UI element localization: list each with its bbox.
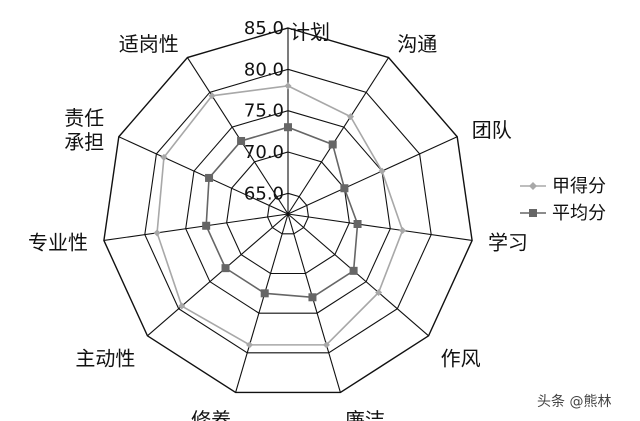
spoke-label: 沟通 xyxy=(397,32,437,56)
grid-spoke xyxy=(287,213,341,393)
data-point xyxy=(347,113,355,121)
data-point xyxy=(375,288,383,296)
radar-grid xyxy=(103,27,473,394)
data-point xyxy=(221,264,230,273)
data-point xyxy=(353,219,362,228)
tick-label: 85.0 xyxy=(244,18,284,39)
legend-item-series-1: 甲得分 xyxy=(520,176,606,197)
grid-ring xyxy=(103,27,473,394)
data-point xyxy=(399,226,407,234)
grid-spoke xyxy=(118,136,289,215)
radial-tick-labels: 65.0 70.0 75.0 80.0 85.0 xyxy=(244,18,284,204)
data-point xyxy=(322,341,330,349)
spoke-label: 责任承担 xyxy=(64,106,104,154)
data-point xyxy=(160,153,168,161)
grid-ring xyxy=(185,110,391,314)
data-point xyxy=(205,173,214,182)
legend-marker-series-1 xyxy=(529,182,537,190)
legend-label-series-2: 平均分 xyxy=(552,203,606,224)
spoke-label: 适岗性 xyxy=(119,32,179,56)
spoke-label-line: 承担 xyxy=(64,130,104,154)
spoke-label-line: 责任 xyxy=(64,106,104,130)
data-point xyxy=(308,293,317,302)
spoke-label-line: 团队 xyxy=(472,118,512,142)
grid-spoke xyxy=(287,213,429,337)
series-line-1 xyxy=(156,85,404,346)
data-point xyxy=(178,302,186,310)
spoke-label: 修养 xyxy=(191,408,231,421)
spoke-label: 作风 xyxy=(441,346,481,370)
grid-spoke xyxy=(186,57,289,215)
tick-label: 65.0 xyxy=(244,183,284,204)
series-line-2 xyxy=(205,126,359,299)
legend: 甲得分 平均分 xyxy=(520,176,606,224)
spoke-label-line: 修养 xyxy=(191,408,231,421)
spoke-label: 廉洁 xyxy=(345,408,385,421)
watermark-text: 头条 @熊林 xyxy=(537,393,611,410)
legend-label-series-1: 甲得分 xyxy=(552,176,606,197)
grid-spoke xyxy=(287,57,390,215)
grid-ring xyxy=(144,68,432,354)
tick-label: 75.0 xyxy=(244,101,284,122)
legend-item-series-2: 平均分 xyxy=(520,203,606,224)
tick-label: 80.0 xyxy=(244,59,284,80)
spoke-label-line: 廉洁 xyxy=(345,408,385,421)
spoke-label: 计划 xyxy=(290,20,330,44)
spoke-label: 主动性 xyxy=(75,346,135,370)
spoke-label-line: 作风 xyxy=(441,346,481,370)
spoke-label: 专业性 xyxy=(28,231,88,255)
grid-ring xyxy=(226,151,350,275)
grid-ring xyxy=(266,192,310,235)
data-point xyxy=(153,229,161,237)
data-point xyxy=(237,136,246,145)
data-point xyxy=(246,341,254,349)
grid-spoke xyxy=(103,213,289,242)
data-point xyxy=(378,167,386,175)
spoke-label-line: 专业性 xyxy=(28,231,88,255)
legend-marker-series-2 xyxy=(529,209,537,217)
spoke-label-line: 主动性 xyxy=(75,346,135,370)
grid-spoke xyxy=(235,213,289,393)
data-point xyxy=(260,289,269,298)
data-point xyxy=(349,266,358,275)
spoke-label-line: 沟通 xyxy=(397,32,437,56)
data-point xyxy=(284,123,292,132)
spoke-label-line: 学习 xyxy=(488,231,528,255)
data-point xyxy=(208,92,216,100)
data-point xyxy=(328,140,337,149)
data-point xyxy=(340,184,349,193)
data-series xyxy=(153,82,407,349)
spoke-label: 团队 xyxy=(472,118,512,142)
grid-spoke xyxy=(287,136,458,215)
tick-label: 70.0 xyxy=(244,142,284,163)
grid-spoke xyxy=(147,213,289,337)
spoke-label-line: 计划 xyxy=(290,20,330,44)
spoke-label: 学习 xyxy=(488,231,528,255)
data-point xyxy=(202,221,211,230)
grid-spoke xyxy=(287,213,473,242)
spoke-label-line: 适岗性 xyxy=(119,32,179,56)
data-point xyxy=(284,82,292,90)
